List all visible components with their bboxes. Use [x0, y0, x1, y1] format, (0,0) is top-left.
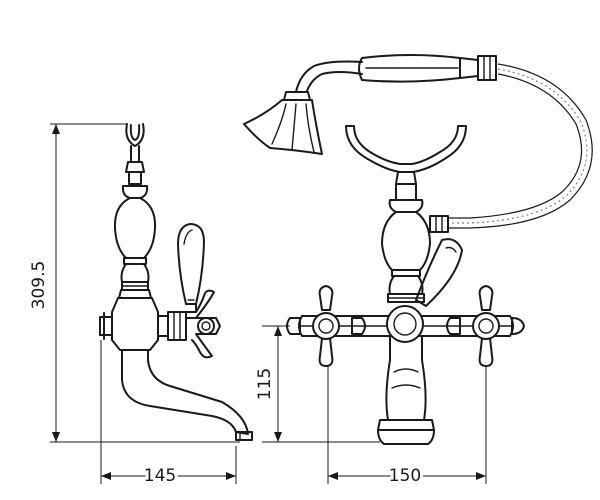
- side-view: [99, 123, 253, 441]
- dimension-label-side-depth: 145: [144, 466, 176, 486]
- hand-shower: [243, 54, 497, 155]
- center-fitting: [386, 305, 424, 343]
- front-view: [243, 54, 593, 445]
- dimension-label-front-width: 150: [389, 466, 421, 486]
- side-cradle: [125, 123, 145, 147]
- front-diverter-lever: [415, 238, 463, 307]
- dimension-side-depth: 145: [100, 340, 237, 489]
- side-upper-body: [125, 161, 145, 173]
- side-spout: [121, 349, 249, 435]
- dimension-spout-height: 115: [255, 325, 380, 443]
- dimension-height-total: 309.5: [29, 123, 240, 443]
- dimension-label-spout-height: 115: [255, 368, 275, 400]
- shower-head: [243, 99, 323, 155]
- side-lower-body: [111, 297, 159, 351]
- side-diverter-lever: [177, 223, 205, 305]
- front-barrel: [381, 211, 431, 271]
- front-spout: [385, 335, 427, 421]
- dimension-label-height-total: 309.5: [29, 261, 49, 310]
- dimension-front-width: 150: [327, 366, 487, 489]
- front-cradle: [345, 125, 467, 173]
- shower-hose: [448, 63, 593, 229]
- front-left-cross-handle: [286, 285, 366, 367]
- side-barrel: [113, 197, 157, 259]
